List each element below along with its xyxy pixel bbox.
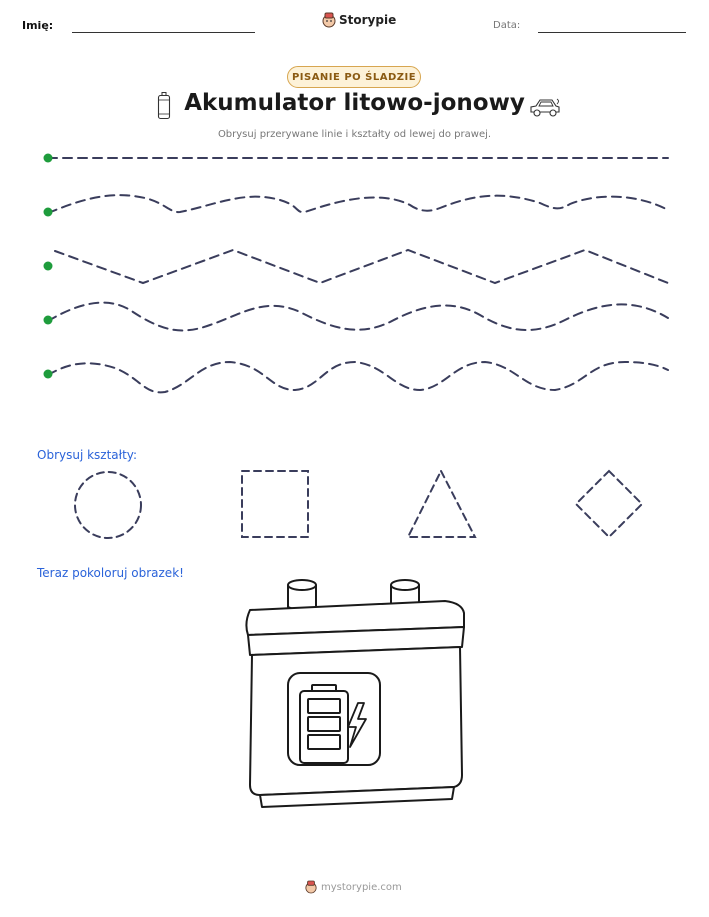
brand-name: Storypie xyxy=(339,13,397,27)
brand-logo: Storypie xyxy=(322,12,396,28)
coloring-section-label: Teraz pokoloruj obrazek! xyxy=(37,566,184,580)
trace-line-wave-1 xyxy=(47,194,669,214)
start-dots xyxy=(43,153,53,379)
category-badge: PISANIE PO ŚLADZIE xyxy=(287,66,421,88)
start-dot xyxy=(43,315,53,325)
storypie-logo-icon xyxy=(305,880,317,894)
lightning-icon xyxy=(347,702,367,748)
page-title: Akumulator litowo-jonowy xyxy=(184,90,525,116)
coloring-battery-image xyxy=(245,579,465,808)
storypie-logo-icon xyxy=(322,12,336,28)
tracing-shapes xyxy=(74,468,644,539)
car-icon xyxy=(530,98,560,117)
start-dot xyxy=(43,153,53,163)
start-dot xyxy=(43,369,53,379)
page-subtitle: Obrysuj przerywane linie i kształty od l… xyxy=(217,129,492,140)
date-label: Data: xyxy=(493,20,521,31)
footer: mystorypie.com xyxy=(305,880,402,894)
shapes-section-label: Obrysuj kształty: xyxy=(37,448,138,462)
name-field-line[interactable] xyxy=(72,32,255,33)
footer-url[interactable]: mystorypie.com xyxy=(321,881,402,893)
tracing-lines xyxy=(43,153,669,394)
trace-line-wave-2 xyxy=(47,301,669,332)
trace-line-wave-3 xyxy=(47,360,669,394)
trace-square xyxy=(241,470,309,538)
trace-diamond xyxy=(574,469,644,539)
battery-icon xyxy=(157,92,171,120)
trace-circle xyxy=(74,471,142,539)
trace-line-zigzag xyxy=(54,248,669,285)
name-label: Imię: xyxy=(22,19,54,32)
trace-triangle xyxy=(406,468,477,538)
date-field-line[interactable] xyxy=(538,32,686,33)
start-dot xyxy=(43,207,53,217)
start-dot xyxy=(43,261,53,271)
